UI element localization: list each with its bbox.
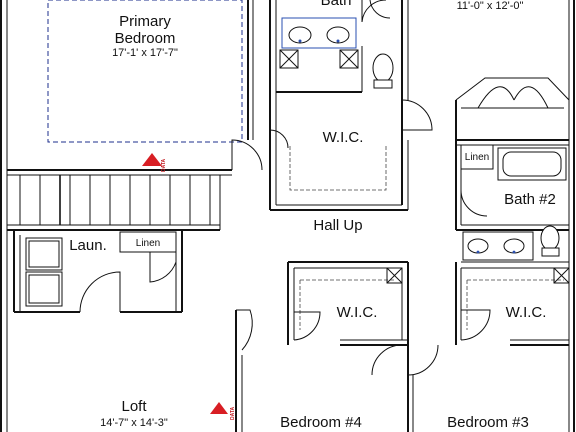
data-marker: DATA <box>142 153 167 172</box>
bath2-label: Bath #2 <box>504 191 556 208</box>
data-marker: DATA <box>210 402 236 420</box>
bath-label: Bath <box>321 0 352 9</box>
tray-ceiling-outline <box>47 0 243 143</box>
loft-label: Loft <box>121 398 147 415</box>
bath2-vanity <box>462 231 534 261</box>
wic-bedroom4-label: W.I.C. <box>337 304 378 321</box>
laundry-label: Laun. <box>69 237 107 254</box>
bedroom4-label: Bedroom #4 <box>280 414 362 431</box>
primary-bedroom-label-line1: Primary <box>119 13 171 30</box>
primary-bedroom-label-line2: Bedroom <box>115 30 176 47</box>
data-marker-label: DATA <box>230 406 236 420</box>
loft-dims: 14'-7" x 14'-3" <box>100 417 168 429</box>
toilet-icon <box>540 225 560 257</box>
wic-primary-label: W.I.C. <box>323 129 364 146</box>
data-marker-label: DATA <box>161 158 167 172</box>
wic-bedroom3-label: W.I.C. <box>506 304 547 321</box>
closet-cabinets <box>386 267 570 284</box>
top-right-room-dims: 11'-0" x 12'-0" <box>457 0 524 12</box>
primary-bedroom-dims: 17'-1' x 17'-7" <box>112 47 178 59</box>
room-labels: Primary Bedroom 17'-1' x 17'-7" Bath 11'… <box>69 0 556 431</box>
bathtub-icon <box>497 147 567 181</box>
stairs <box>19 175 211 225</box>
sink-icon <box>288 26 312 44</box>
bedroom3-label: Bedroom #3 <box>447 414 529 431</box>
bay-window <box>455 77 570 109</box>
linen-bath2-label: Linen <box>465 152 489 163</box>
hall-up-label: Hall Up <box>313 217 362 234</box>
bath-vanity <box>279 17 359 69</box>
closet-shelves <box>289 146 564 330</box>
washer-dryer <box>25 237 63 307</box>
door-swings <box>79 0 491 376</box>
linen-laundry-label: Linen <box>136 238 160 249</box>
sink-icon <box>326 26 350 44</box>
toilet-icon <box>372 53 394 89</box>
